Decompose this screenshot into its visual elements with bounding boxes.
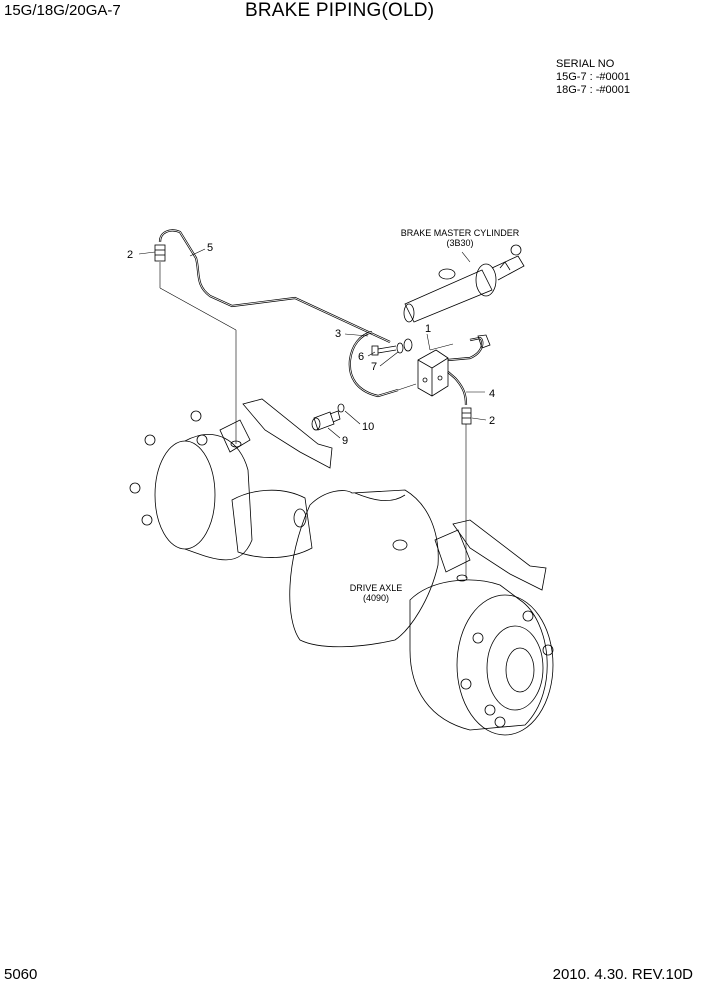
- left-wheel-bolt: [190, 410, 202, 422]
- valve-block-body: [417, 349, 449, 397]
- o-ring-10: [337, 403, 345, 413]
- master-cylinder-ref: (3B30): [446, 238, 473, 248]
- housing-plug: [392, 539, 408, 551]
- right-wheel-bolt: [472, 632, 484, 644]
- right-hub-body: [409, 579, 548, 731]
- callout-10: 10: [362, 421, 374, 433]
- leader-2-right: [471, 417, 487, 421]
- leader-5: [189, 248, 206, 257]
- leader-1: [426, 333, 431, 351]
- pipe-connector-left: [154, 244, 166, 262]
- page-number: 5060: [4, 966, 38, 983]
- callout-9: 9: [342, 435, 348, 447]
- right-wheel-bolt: [460, 678, 472, 690]
- right-hub-center: [505, 647, 535, 693]
- bolt-6-head: [371, 345, 379, 356]
- model-code: 15G/18G/20GA-7: [4, 2, 121, 19]
- callout-2-left: 2: [127, 249, 133, 261]
- valve-block-edge: [431, 357, 449, 369]
- brake-valve-block: [417, 349, 449, 397]
- page-title: BRAKE PIPING(OLD): [245, 0, 435, 21]
- master-cylinder-flange: [475, 263, 497, 297]
- right-hub-flange: [486, 625, 544, 711]
- drive-axle: [129, 398, 554, 736]
- left-hub-body: [184, 434, 253, 561]
- clevis-detail: [499, 261, 511, 271]
- brake-pipe-3-inner: [349, 331, 399, 397]
- right-wheel-bolt: [484, 704, 496, 716]
- switch-terminal: [311, 417, 321, 431]
- master-cylinder-end: [403, 303, 415, 323]
- right-wheel-bolt: [542, 644, 554, 656]
- callout-5: 5: [207, 242, 213, 254]
- callout-1: 1: [425, 323, 431, 335]
- switch-thread: [329, 410, 341, 423]
- brake-pipe-5-inner: [159, 230, 391, 343]
- leader-1b: [429, 343, 454, 351]
- left-wheel-bolt: [196, 434, 208, 446]
- connection-line: [397, 383, 417, 391]
- left-wheel-bolt: [129, 482, 141, 494]
- pipe-4-end-fitting: [477, 334, 491, 349]
- reservoir-cap: [438, 268, 456, 280]
- axle-center-housing: [289, 489, 439, 648]
- serial-number-block: SERIAL NO 15G-7 : -#0001 18G-7 : -#0001: [556, 58, 630, 97]
- callout-7: 7: [371, 361, 377, 373]
- right-hub-face: [456, 594, 554, 736]
- right-wheel-bolt: [522, 610, 534, 622]
- clevis-pin: [510, 244, 522, 256]
- drive-axle-label: DRIVE AXLE: [350, 583, 403, 593]
- callout-4: 4: [489, 388, 495, 400]
- leader-6: [367, 351, 376, 357]
- brake-pipe-4-inner: [447, 337, 483, 406]
- leader-2-left: [138, 251, 156, 255]
- valve-block-edge: [417, 359, 433, 369]
- valve-port: [422, 377, 428, 383]
- fitting-top: [403, 338, 413, 352]
- master-cylinder-label: BRAKE MASTER CYLINDER: [401, 228, 520, 238]
- right-wheel-bolt: [494, 716, 506, 728]
- connection-line: [159, 287, 237, 331]
- leader-10: [344, 410, 361, 425]
- leader-3: [344, 333, 369, 337]
- leader-master-cylinder: [461, 251, 471, 263]
- washer-7: [396, 342, 404, 354]
- callout-2-right: 2: [489, 415, 495, 427]
- left-mounting-pad: [242, 398, 333, 469]
- drive-axle-ref: (4090): [363, 593, 389, 603]
- valve-port: [437, 375, 443, 381]
- callout-3: 3: [335, 328, 341, 340]
- push-rod-boot: [491, 255, 525, 281]
- left-hub-face: [154, 440, 216, 550]
- right-pad-port: [456, 574, 468, 582]
- left-axle-tube: [231, 489, 313, 558]
- leader-lines: [138, 248, 487, 578]
- left-tube-ring: [293, 508, 307, 528]
- brake-pipe-5: [158, 229, 391, 343]
- revision-date: 2010. 4.30. REV.10D: [552, 966, 693, 983]
- right-pad-face: [434, 529, 471, 573]
- callout-numbers: 1 2 2 3 4 5 6 7 9 10: [127, 242, 495, 447]
- leader-9: [327, 427, 341, 439]
- callout-6: 6: [358, 351, 364, 363]
- stop-lamp-switch-body: [313, 411, 335, 431]
- leader-7: [379, 351, 399, 367]
- housing-top-seam: [354, 492, 406, 502]
- master-cylinder-body: [404, 269, 493, 323]
- right-mounting-pad: [452, 519, 547, 591]
- left-pad-face: [219, 419, 251, 453]
- left-wheel-bolt: [144, 434, 156, 446]
- left-wheel-bolt: [141, 514, 153, 526]
- pipe-connector-right: [461, 407, 472, 425]
- serial-line: 15G-7 : -#0001: [556, 71, 630, 83]
- bolt-6-shank: [377, 345, 397, 354]
- component-labels: BRAKE MASTER CYLINDER (3B30) DRIVE AXLE …: [350, 228, 520, 603]
- brake-master-cylinder: [403, 244, 525, 323]
- serial-line: 18G-7 : -#0001: [556, 84, 630, 96]
- serial-heading: SERIAL NO: [556, 58, 615, 70]
